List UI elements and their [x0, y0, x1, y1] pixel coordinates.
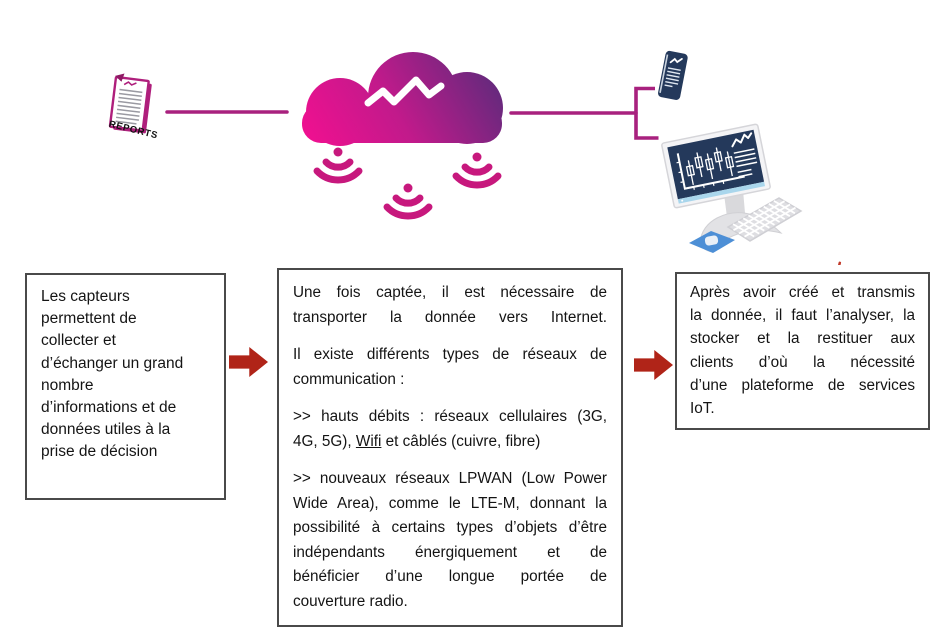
paragraph: Une fois captée, il est nécessaire de tr… [293, 281, 607, 330]
text-line: Wide Area), comme le LTE-M, donnant la [293, 494, 607, 512]
text-line: Après avoir créé et transmis [690, 284, 915, 301]
text-line: stocker et la restituer aux [690, 330, 915, 348]
cloud-trend-icon [364, 76, 445, 107]
paragraph: Il existe différents types de réseaux de… [293, 343, 607, 392]
platform-box: Après avoir créé et transmis la donnée, … [675, 272, 930, 430]
wifi-icon [317, 148, 359, 181]
text-line: Une fois captée, il est nécessaire de [293, 284, 607, 301]
text-line: d’informations et de [41, 399, 177, 417]
wifi-icon [456, 153, 498, 186]
paragraph: >> nouveaux réseaux LPWAN (Low Power Wid… [293, 467, 607, 614]
text-line: transporter la donnée vers Internet. [293, 308, 607, 326]
text-line: collecter et [41, 332, 116, 350]
text-line: données utiles à la [41, 421, 171, 439]
transport-box: Une fois captée, il est nécessaire de tr… [277, 268, 623, 627]
text-line: couverture radio. [293, 592, 408, 610]
text-line: d’échanger un grand [41, 354, 184, 372]
illustration [108, 50, 842, 265]
text-line: >> nouveaux réseaux LPWAN (Low Power [293, 470, 607, 487]
wifi-icon [387, 184, 429, 217]
text-line: communication : [293, 370, 405, 388]
text-line: possibilité à certains types d’objets d’… [293, 519, 607, 536]
smartphone-icon [658, 50, 688, 100]
reports-document-icon [108, 73, 152, 134]
text-line: 4G, 5G), Wifi et câblés (cuivre, fibre) [293, 432, 541, 450]
mousepad-icon [689, 231, 735, 253]
sensor-box: Les capteurs permettent de collecter et … [25, 273, 226, 500]
text-line: indépendants énergiquement et de [293, 543, 607, 561]
cloud-icon [302, 52, 503, 146]
text-line: bénéficier d’une longue portée de [293, 568, 607, 585]
wifi-underlined-text: Wifi [355, 432, 382, 450]
text-line: Les capteurs [41, 288, 130, 305]
keyboard-icon [726, 197, 803, 242]
text-line: la donnée, il faut l’analyser, la [690, 307, 915, 325]
arrow-icon [229, 347, 268, 377]
text-line: permettent de [41, 310, 137, 328]
text-line: >> hauts débits : réseaux cellulaires (3… [293, 408, 607, 425]
text-line: d’une plateforme de services [690, 376, 915, 394]
bracket-connector [634, 86, 659, 140]
monitor-icon [661, 123, 771, 209]
arrow-icon [634, 350, 673, 380]
text-line: clients d’où la nécessité [690, 353, 915, 371]
text-line: prise de décision [41, 443, 158, 461]
mouse-icon [704, 235, 719, 246]
red-speck [837, 261, 842, 265]
paragraph: >> hauts débits : réseaux cellulaires (3… [293, 405, 607, 454]
text-line: nombre [41, 376, 94, 394]
text-line: IoT. [690, 400, 715, 418]
text-line: Il existe différents types de réseaux de [293, 346, 607, 363]
